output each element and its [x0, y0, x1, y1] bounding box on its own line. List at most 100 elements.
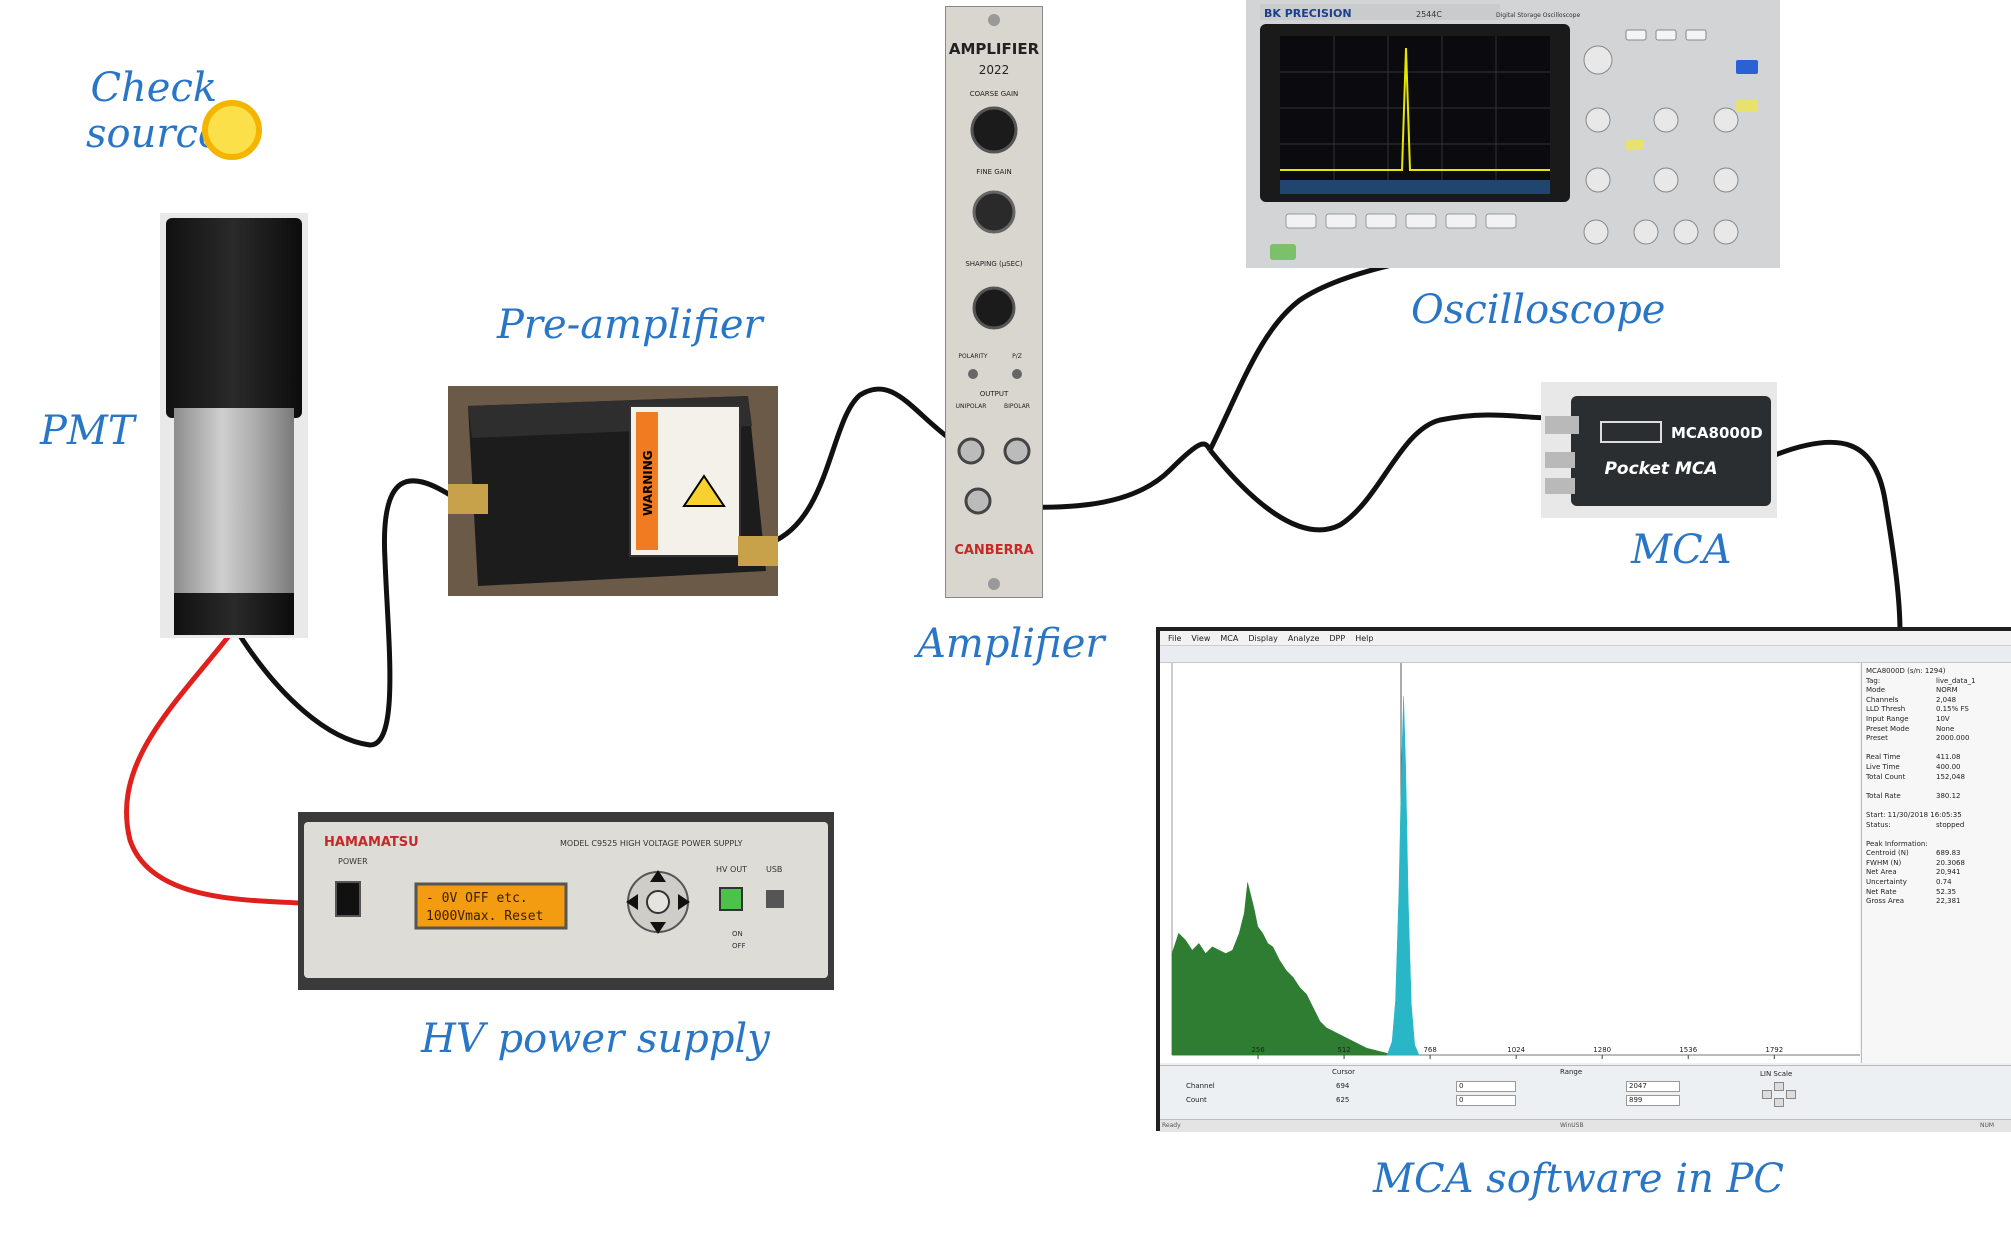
info-key: Mode	[1866, 686, 1886, 695]
info-value: 689.83	[1936, 849, 1961, 858]
unipolar-label: UNIPOLAR	[956, 403, 987, 410]
fine-gain-label: FINE GAIN	[976, 168, 1012, 176]
info-row: Total Count 152,048	[1866, 773, 2007, 783]
info-value: 400.00	[1936, 762, 1961, 771]
pc-screen: File View MCA Display Analyze DPP Help 2…	[1156, 627, 2011, 1132]
usb-port[interactable]	[766, 890, 784, 908]
info-row	[1866, 801, 2007, 811]
info-row: FWHM (N)20.3068	[1866, 859, 2007, 869]
menu-help[interactable]: Help	[1355, 633, 1374, 643]
menu-bar: File View MCA Display Analyze DPP Help	[1160, 631, 2011, 646]
info-value: 22,381	[1936, 897, 1961, 906]
menu-analyze[interactable]: Analyze	[1287, 633, 1320, 643]
preamp-device: WARNING	[448, 386, 778, 596]
channel-label: Channel	[1186, 1082, 1215, 1090]
pmt-label: PMT	[40, 408, 135, 454]
bipolar-label: BIPOLAR	[1004, 403, 1030, 410]
mca-input-cable	[1208, 412, 1551, 533]
hv-navigation-pad[interactable]	[626, 870, 690, 934]
cursor-header: Cursor	[1332, 1068, 1356, 1076]
range-low-1[interactable]: 0	[1456, 1081, 1516, 1092]
hv-lcd	[414, 882, 568, 930]
x-tick-label: 256	[1251, 1046, 1265, 1054]
range-high-1[interactable]: 2047	[1626, 1081, 1680, 1092]
hv-out-button[interactable]	[719, 887, 743, 911]
preamp-label: Pre-amplifier	[497, 302, 763, 348]
bipolar-output-connector[interactable]	[1003, 437, 1031, 465]
input-connector[interactable]	[964, 487, 992, 515]
menu-file[interactable]: File	[1168, 633, 1182, 643]
x-tick-label: 1280	[1593, 1046, 1611, 1054]
pmt-device	[160, 213, 308, 638]
info-row: Status:stopped	[1866, 821, 2007, 831]
unipolar-output-connector[interactable]	[957, 437, 985, 465]
hv-model: MODEL C9525 HIGH VOLTAGE POWER SUPPLY	[560, 839, 743, 848]
range-header: Range	[1560, 1068, 1583, 1076]
power-switch[interactable]	[335, 881, 361, 917]
software-window: File View MCA Display Analyze DPP Help 2…	[1160, 631, 2011, 1132]
range-high-2[interactable]: 899	[1626, 1095, 1680, 1106]
shaping-knob[interactable]	[972, 286, 1016, 330]
cursor-count-value: 625	[1336, 1096, 1350, 1104]
scale-up-button[interactable]	[1774, 1082, 1784, 1091]
info-row	[1866, 744, 2007, 754]
info-row: Peak Information:	[1866, 840, 2007, 850]
hv-out-label: HV OUT	[716, 865, 747, 874]
menu-display[interactable]: Display	[1248, 633, 1278, 643]
info-key: Preset	[1866, 734, 1888, 743]
info-value: NORM	[1936, 686, 1958, 695]
menu-mca[interactable]: MCA	[1220, 633, 1239, 643]
off-label: OFF	[732, 942, 746, 950]
info-row: Mode NORM	[1866, 686, 2007, 696]
info-value: 2000.000	[1936, 734, 1970, 743]
scope-brand: BK PRECISION	[1264, 7, 1352, 20]
menu-view[interactable]: View	[1191, 633, 1211, 643]
info-key: Total Count	[1866, 772, 1906, 781]
amplifier-label: Amplifier	[917, 621, 1105, 667]
info-row: Centroid (N)689.83	[1866, 849, 2007, 859]
scale-down-button[interactable]	[1774, 1098, 1784, 1107]
info-key: Net Area	[1866, 868, 1897, 877]
pmt-signal-cable	[232, 478, 452, 748]
coarse-gain-knob[interactable]	[970, 106, 1018, 154]
oscilloscope-device: BK PRECISION 2544C Digital Storage Oscil…	[1246, 0, 1780, 268]
status-bar: Ready WinUSB NUM	[1160, 1119, 2011, 1132]
info-key: Preset Mode	[1866, 724, 1910, 733]
info-key: Total Rate	[1866, 791, 1901, 800]
info-key: Live Time	[1866, 762, 1900, 771]
status-left: Ready	[1162, 1122, 1181, 1129]
scale-left-button[interactable]	[1762, 1090, 1772, 1099]
check-source-icon	[202, 100, 262, 160]
info-value: 152,048	[1936, 772, 1965, 781]
amplifier-model: 2022	[979, 63, 1010, 77]
cursor-channel-value: 694	[1336, 1082, 1350, 1090]
amplifier-brand: CANBERRA	[954, 543, 1033, 558]
info-value: 380.12	[1936, 791, 1961, 800]
mca-to-pc-cable	[1774, 439, 1903, 633]
output-label: OUTPUT	[980, 390, 1009, 398]
menu-dpp[interactable]: DPP	[1329, 633, 1346, 643]
info-value: live_data_1	[1936, 676, 1976, 685]
oscilloscope-label: Oscilloscope	[1411, 287, 1666, 333]
hv-brand: HAMAMATSU	[324, 835, 419, 850]
fine-gain-knob[interactable]	[972, 190, 1016, 234]
hv-cable	[124, 626, 301, 906]
bottom-controls: Cursor Range LIN Scale Channel Count 694…	[1160, 1065, 2011, 1118]
compton-continuum-area	[1171, 882, 1391, 1056]
check-source-label: Check source	[86, 65, 222, 157]
toolbar	[1160, 646, 2011, 663]
range-low-2[interactable]: 0	[1456, 1095, 1516, 1106]
info-key: Peak Information:	[1866, 839, 1928, 848]
preamp-to-amplifier-cable	[769, 386, 979, 546]
scale-right-button[interactable]	[1786, 1090, 1796, 1099]
info-value: None	[1936, 724, 1955, 733]
